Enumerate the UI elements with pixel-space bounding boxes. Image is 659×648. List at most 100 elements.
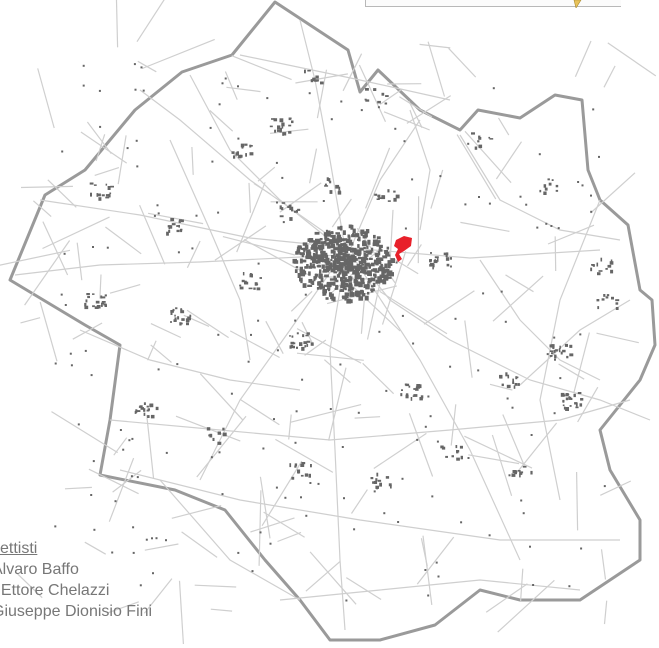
building [416, 385, 420, 389]
building [376, 242, 380, 247]
building [314, 80, 318, 82]
building [244, 143, 248, 146]
building [210, 456, 213, 459]
building [329, 262, 332, 266]
minor-road [600, 480, 632, 496]
building [336, 241, 339, 246]
building [104, 294, 107, 297]
building [177, 251, 180, 254]
building [249, 273, 253, 278]
building [185, 318, 190, 323]
building [445, 257, 450, 261]
building [315, 273, 318, 278]
building [300, 252, 305, 256]
building [569, 353, 574, 357]
building [330, 243, 336, 249]
minor-road [248, 182, 251, 213]
building [187, 316, 191, 320]
building [387, 276, 392, 279]
building [156, 204, 159, 207]
building [412, 395, 415, 397]
building [128, 439, 131, 442]
building [538, 153, 541, 156]
building [387, 189, 390, 193]
road [349, 249, 651, 421]
building [372, 282, 376, 287]
building [384, 102, 388, 105]
building [122, 448, 125, 451]
building [482, 292, 485, 295]
building [401, 477, 404, 480]
building [404, 227, 407, 230]
building [299, 269, 304, 275]
building [90, 494, 93, 496]
building [292, 258, 297, 264]
building [333, 271, 338, 274]
building [224, 77, 227, 80]
building [296, 346, 298, 349]
building [305, 514, 308, 517]
minor-road [186, 240, 201, 268]
minor-road [243, 238, 311, 277]
building [336, 266, 339, 270]
building [325, 257, 329, 260]
minor-road [24, 240, 71, 306]
building [340, 243, 344, 246]
building [579, 403, 583, 407]
building [301, 462, 306, 465]
building [563, 406, 566, 410]
building [152, 572, 154, 575]
building [332, 237, 335, 241]
building [430, 252, 432, 254]
building [557, 227, 560, 230]
minor-road [345, 577, 382, 601]
building [320, 252, 326, 256]
building [449, 365, 452, 368]
building [106, 246, 109, 249]
building [499, 374, 503, 378]
building [237, 85, 239, 88]
building [370, 277, 376, 282]
building [384, 263, 388, 269]
building [394, 127, 397, 130]
building [149, 403, 154, 408]
building [592, 108, 595, 111]
building [488, 136, 491, 139]
building [322, 200, 325, 202]
building [126, 147, 129, 150]
building [362, 235, 366, 239]
building [337, 226, 342, 230]
building [217, 333, 220, 336]
minor-road [210, 608, 233, 612]
building [358, 260, 364, 265]
building [519, 473, 521, 478]
building [329, 231, 334, 235]
building [405, 393, 409, 396]
building [155, 406, 159, 411]
building [176, 363, 179, 366]
road [109, 399, 631, 441]
building [305, 334, 309, 337]
minor-road [607, 42, 657, 77]
minor-road [150, 344, 172, 363]
building [340, 277, 344, 282]
minor-road [574, 40, 592, 77]
building [412, 342, 415, 345]
minor-road [39, 301, 58, 362]
building [344, 250, 349, 254]
building [350, 283, 353, 287]
building [337, 244, 343, 249]
building [233, 155, 236, 159]
building [319, 269, 322, 274]
building [317, 264, 321, 268]
building [349, 282, 352, 285]
building [132, 526, 135, 529]
building [343, 257, 347, 263]
building [323, 240, 327, 244]
building [474, 146, 478, 150]
minor-road [222, 236, 296, 256]
building [347, 288, 352, 292]
building [488, 534, 491, 537]
building [130, 475, 133, 478]
building [580, 547, 583, 550]
